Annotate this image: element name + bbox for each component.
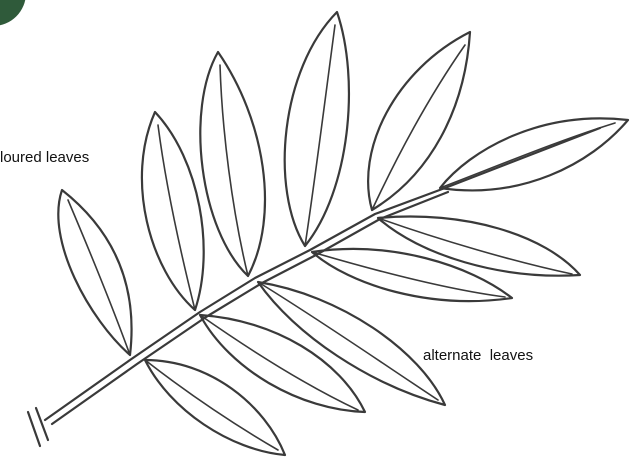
leaflet-upper-4 <box>285 12 349 246</box>
leaflet-lower-1 <box>145 360 285 455</box>
leaflet-lower-4 <box>312 249 512 301</box>
leaflet-upper-1 <box>58 190 131 355</box>
leaflet-lower-5 <box>378 217 580 276</box>
rachis <box>28 128 600 446</box>
leaflet-upper-2 <box>142 112 204 310</box>
alternate-leaves-label: alternate leaves <box>423 348 533 363</box>
leaflet-lower-2 <box>200 315 365 412</box>
coloured-leaves-label: loured leaves <box>0 150 89 165</box>
leaflet-lower-3 <box>258 282 445 405</box>
leaflet-upper-3 <box>200 52 265 276</box>
